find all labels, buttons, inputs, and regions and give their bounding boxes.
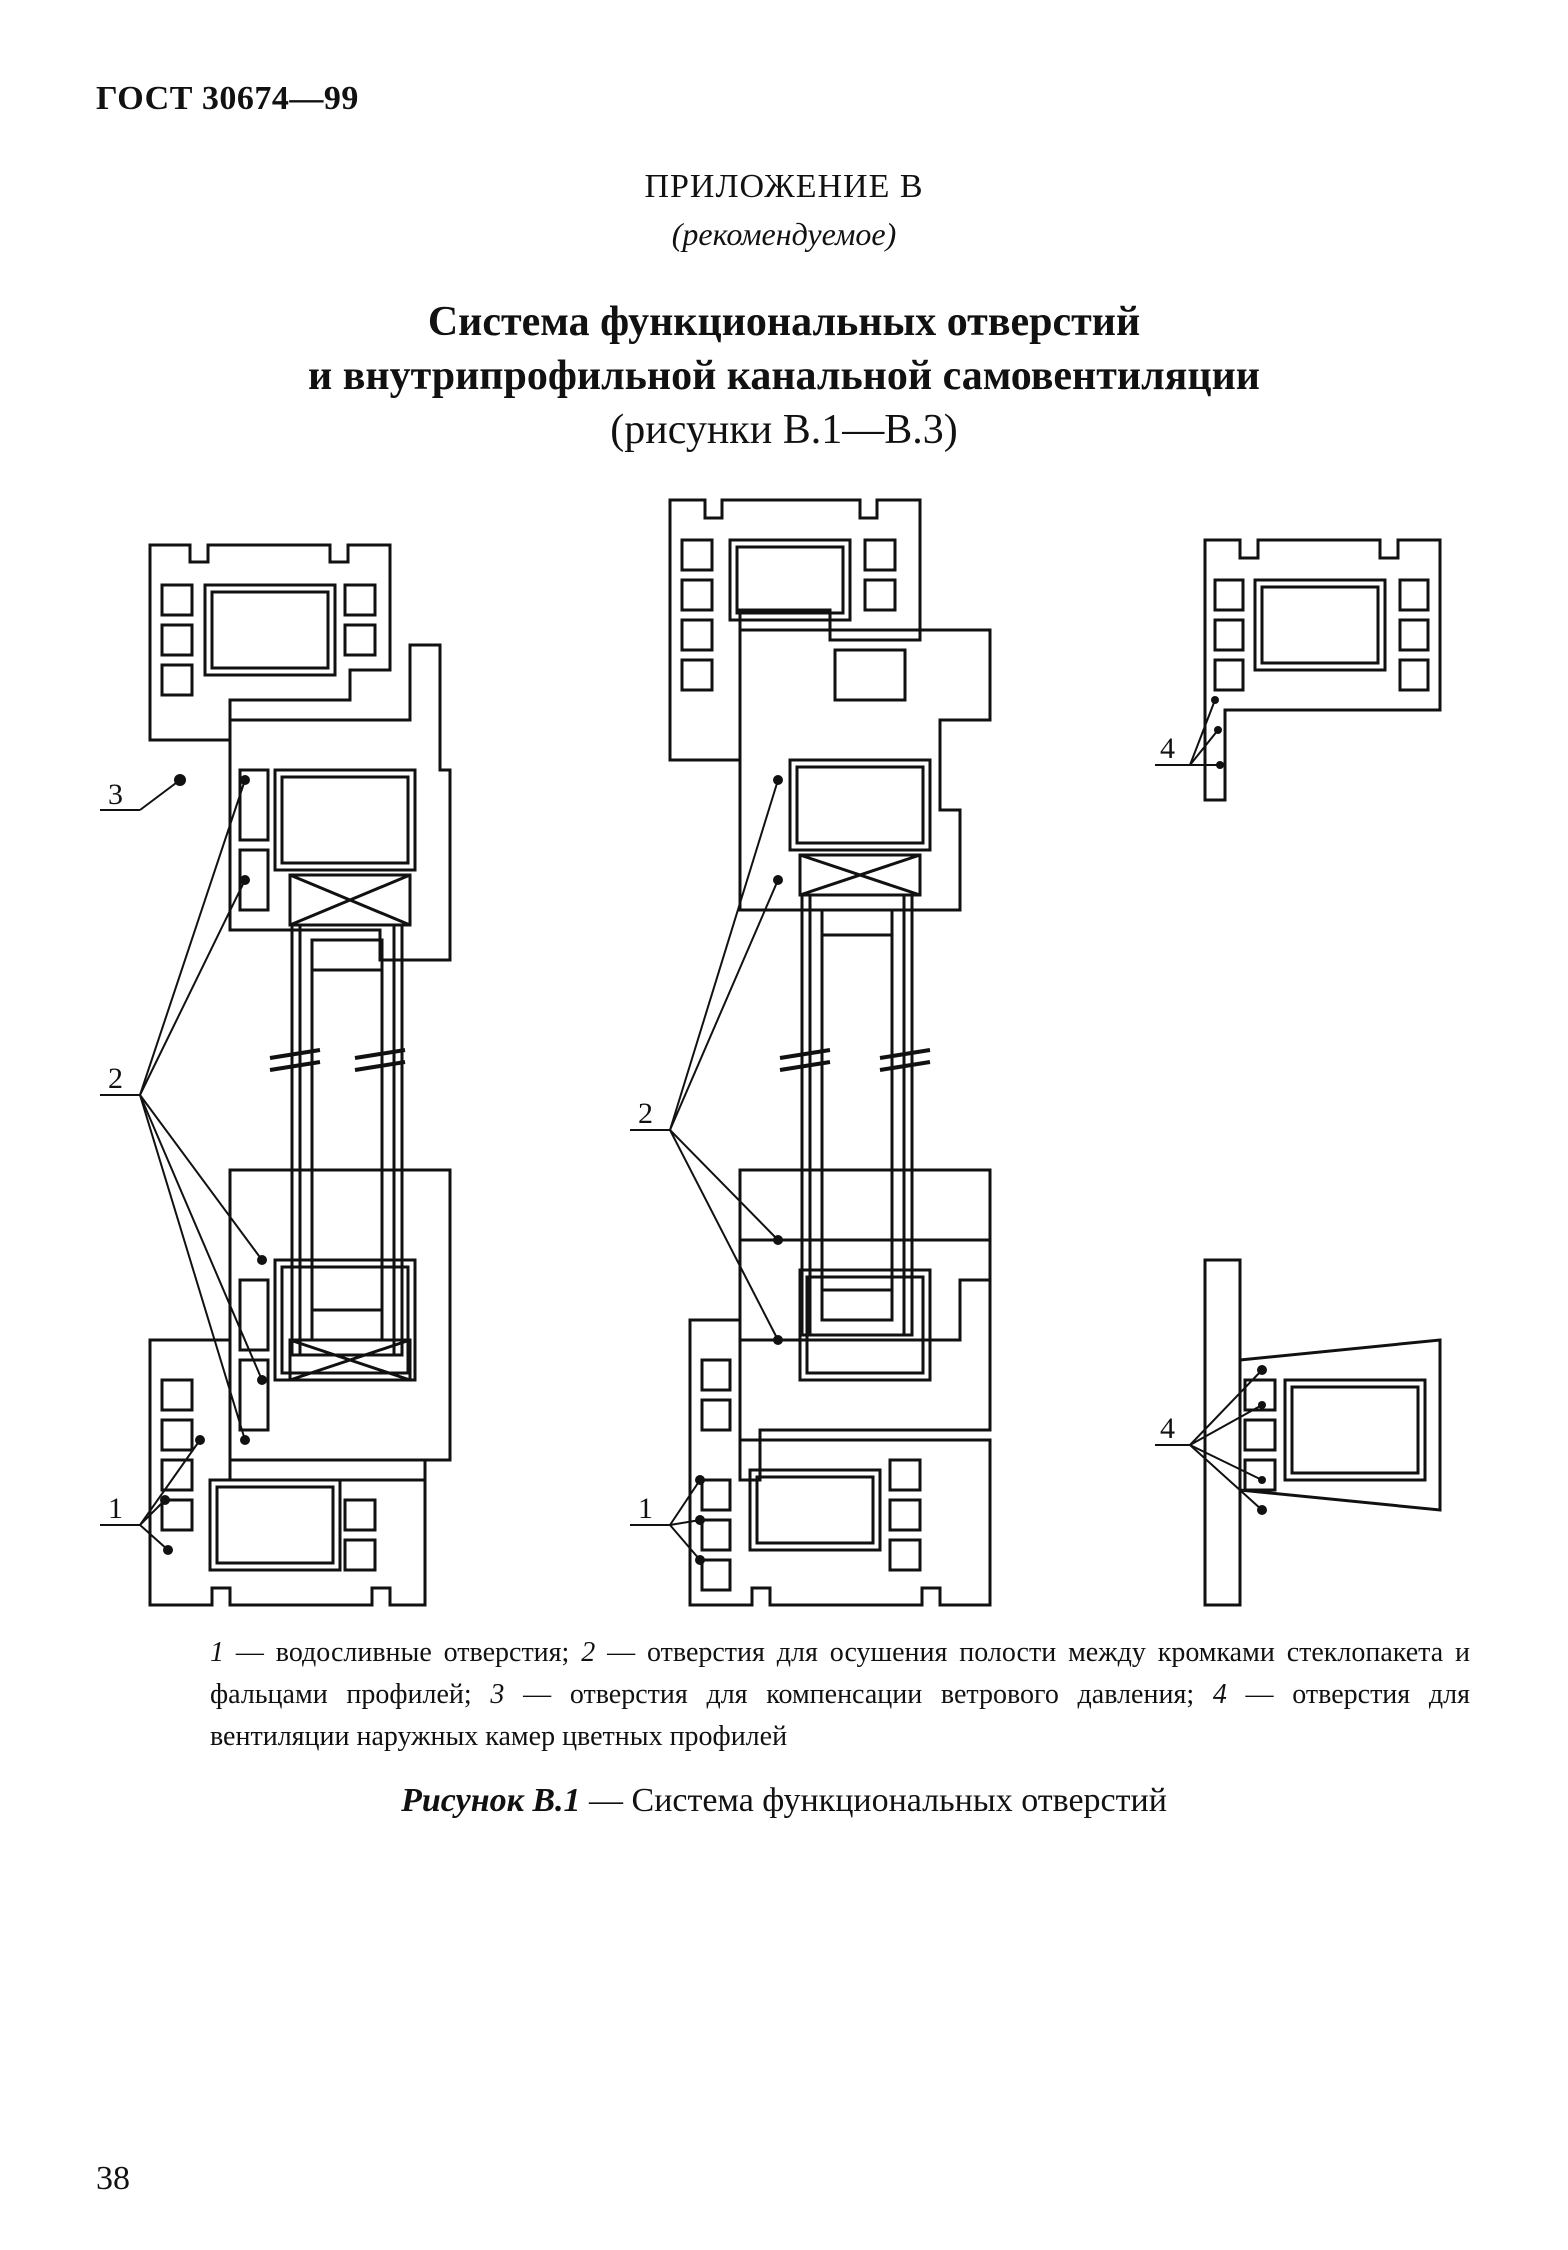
callout-number-1-left: 1	[108, 1492, 123, 1525]
appendix-label: ПРИЛОЖЕНИЕ В	[644, 168, 924, 205]
center-profile-section	[668, 498, 992, 1607]
legend-number-1: 1	[210, 1637, 224, 1668]
hole-markers	[160, 696, 1267, 1565]
legend-number-2: 2	[581, 1637, 596, 1668]
figure-caption-text: Система функциональных отверстий	[631, 1782, 1167, 1819]
callout-number-2-left: 2	[108, 1062, 123, 1095]
callout-number-4-top: 4	[1160, 732, 1175, 765]
page-number: 38	[96, 2160, 130, 2197]
figure-caption-label: Рисунок В.1	[401, 1782, 581, 1819]
appendix-status: (рекомендуемое)	[671, 216, 897, 252]
figure-caption-dash: —	[580, 1782, 632, 1819]
window-profile-drawing: 3 2 1 2 1 4 4	[100, 498, 1442, 1607]
legend-text-3: — отверстия для компенсации ветрового да…	[504, 1679, 1213, 1710]
figure-legend: 1 — водосливные отверстия; 2 — отверстия…	[210, 1632, 1470, 1758]
legend-text-1: — водосливные отверстия;	[224, 1637, 582, 1668]
section-subtitle: (рисунки В.1—В.3)	[610, 407, 958, 453]
right-top-profile-section	[1203, 538, 1442, 802]
section-title-line-2: и внутрипрофильной канальной самовентиля…	[308, 353, 1260, 399]
callout-number-1-center: 1	[638, 1492, 653, 1525]
legend-number-4: 4	[1212, 1679, 1227, 1710]
legend-text-2: — отверстия для осушения полости между к…	[210, 1637, 1471, 1710]
callout-number-3: 3	[108, 778, 123, 811]
section-title-line-1: Система функциональных отверстий	[427, 299, 1141, 345]
document-code: ГОСТ 30674—99	[96, 80, 359, 117]
left-profile-section	[148, 543, 452, 1607]
callout-leader-lines	[100, 699, 1263, 1561]
legend-text-4: — отверстия для вентиляции наружных каме…	[210, 1679, 1470, 1752]
legend-number-3: 3	[490, 1679, 505, 1710]
right-bottom-profile-section	[1203, 1258, 1442, 1607]
callout-number-4-bottom: 4	[1160, 1412, 1175, 1445]
figure-caption: Рисунок В.1 — Система функциональных отв…	[0, 1782, 1568, 1820]
callout-number-2-center: 2	[638, 1097, 653, 1130]
